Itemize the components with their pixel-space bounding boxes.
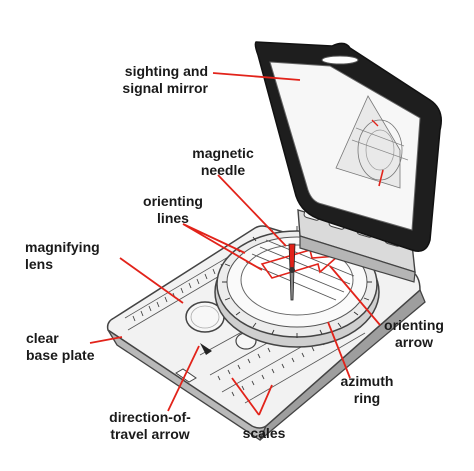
label-azimuth: azimuth ring [334, 373, 400, 407]
label-scales: scales [234, 425, 294, 442]
label-needle-line2: needle [200, 162, 246, 178]
label-scales-line1: scales [242, 425, 286, 441]
label-azimuth-line1: azimuth [340, 373, 394, 389]
leader-lens [119, 257, 184, 304]
leader-needle [217, 174, 287, 247]
label-base-plate-line2: base plate [26, 347, 95, 363]
label-orienting-lines: orienting lines [138, 193, 208, 227]
label-direction: direction-of- travel arrow [95, 409, 205, 443]
label-orienting-arrow: orienting arrow [378, 317, 450, 351]
label-lens: magnifying lens [25, 239, 115, 273]
mirror-lid [254, 41, 442, 252]
leader-direction [167, 345, 200, 412]
leader-mirror [212, 72, 301, 81]
leader-orienting-lines [182, 223, 263, 271]
leader-orienting-arrow [329, 265, 381, 326]
label-orienting-arrow-line2: arrow [394, 334, 434, 350]
label-base-plate: clear base plate [26, 330, 112, 364]
label-orienting-lines-line1: orienting [143, 193, 203, 209]
label-direction-line2: travel arrow [110, 426, 190, 442]
label-lens-line1: magnifying [25, 239, 100, 255]
label-needle-line1: magnetic [192, 145, 254, 161]
direction-arrow-mark [200, 343, 212, 355]
leader-lines [89, 72, 381, 416]
label-needle: magnetic needle [188, 145, 258, 179]
label-mirror-line1: sighting and [124, 63, 208, 79]
label-orienting-lines-line2: lines [157, 210, 189, 226]
label-lens-line2: lens [25, 256, 54, 272]
label-orienting-arrow-line1: orienting [384, 317, 444, 333]
label-azimuth-line2: ring [353, 390, 381, 406]
label-base-plate-line1: clear [26, 330, 59, 346]
label-direction-line1: direction-of- [109, 409, 191, 425]
leader-scales [231, 377, 273, 416]
magnetic-needle [288, 243, 296, 301]
label-mirror: sighting and signal mirror [112, 63, 208, 97]
leader-base-plate [89, 336, 123, 344]
label-mirror-line2: signal mirror [122, 80, 208, 96]
leader-azimuth [327, 321, 351, 379]
